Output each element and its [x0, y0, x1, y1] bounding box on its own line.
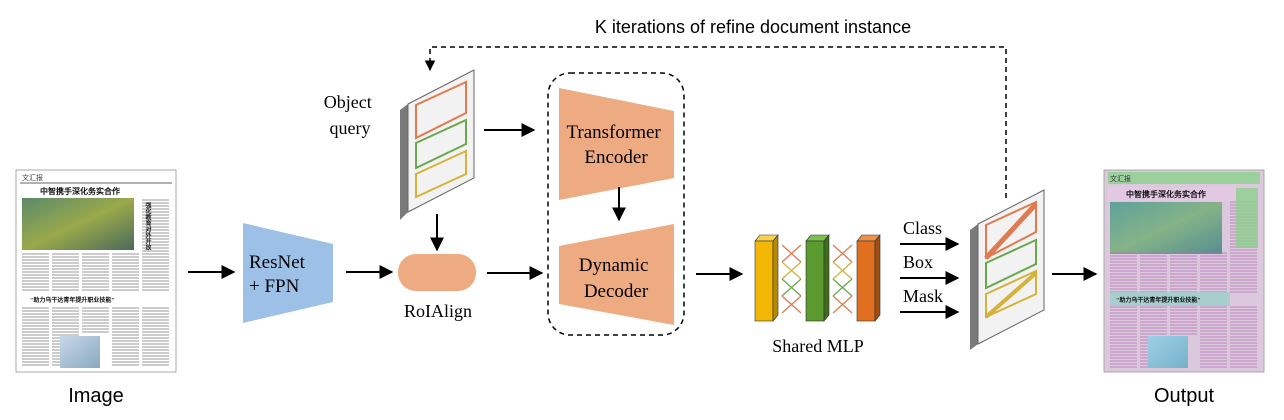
input-document-image: 文汇报 中智携手深化务实合作 "助力乌干达青年提升职业技能" 强化教育对外开放 [15, 169, 177, 373]
newspaper-headline: 中智携手深化务实合作 [40, 186, 120, 196]
mask-head-label: Mask [903, 286, 943, 306]
input-label: Image [68, 385, 124, 407]
output-label: Output [1154, 385, 1214, 407]
shared-mlp-label: Shared MLP [772, 336, 864, 356]
output-text-regions [1110, 201, 1257, 368]
class-head-label: Class [903, 218, 942, 238]
transformer-group [547, 72, 685, 336]
iteration-feedback-label: K iterations of refine document instance [595, 17, 911, 37]
box-head-label: Box [903, 252, 933, 272]
output-photo [1110, 202, 1222, 254]
object-query-panel [400, 69, 475, 220]
roialign-block [398, 254, 476, 291]
newspaper-side-title: 强化教育对外开放 [144, 201, 152, 251]
backbone-trapezoid [243, 223, 333, 323]
newspaper-photo [22, 198, 134, 250]
dynamic-decoder-block [559, 224, 674, 325]
transformer-encoder-block [559, 88, 674, 200]
text-lines [22, 199, 169, 366]
output-quote: "助力乌干达青年提升职业技能" [1116, 296, 1201, 304]
newspaper-quote: "助力乌干达青年提升职业技能" [30, 296, 115, 304]
newspaper-photo-2 [60, 336, 100, 368]
output-document-image: 文汇报 中智携手深化务实合作 "助力乌干达青年提升职业技能" [1103, 169, 1265, 373]
shared-mlp [754, 234, 881, 322]
output-headline: 中智携手深化务实合作 [1126, 189, 1206, 199]
roialign-label: RoIAlign [404, 301, 472, 321]
newspaper-masthead: 文汇报 [22, 173, 43, 182]
transformer-encoder-label: Transformer Encoder [566, 122, 665, 168]
dynamic-decoder-label: Dynamic Decoder [579, 255, 653, 302]
iteration-feedback-arrow [424, 46, 1007, 198]
object-query-label: Object query [324, 92, 376, 138]
output-masthead: 文汇报 [1110, 174, 1131, 183]
prediction-panel [970, 189, 1045, 350]
backbone-label: ResNet + FPN [249, 252, 310, 297]
